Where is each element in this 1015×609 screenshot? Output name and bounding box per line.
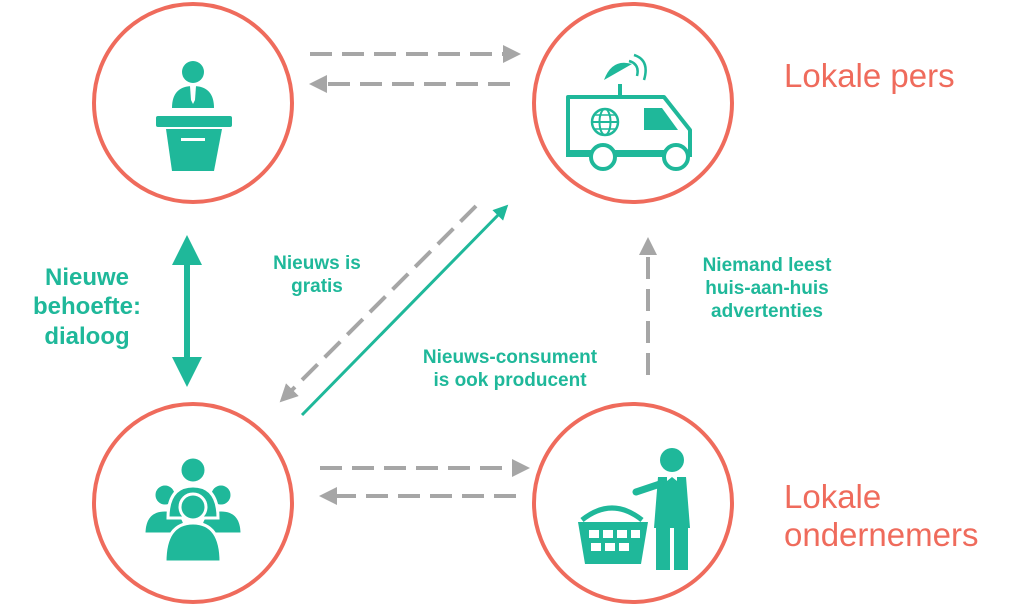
label-new-need: Nieuwe behoefte: dialoog	[33, 264, 141, 350]
speaker-node-circle	[92, 2, 294, 204]
label-local-press: Lokale pers	[784, 57, 955, 94]
podium-speaker-icon	[156, 61, 232, 171]
label-news-free: Nieuws is gratis	[273, 253, 361, 298]
shop-node-circle	[532, 402, 734, 604]
label-consumer-producer: Nieuws-consument is ook producent	[422, 347, 598, 392]
arrow-people-to-press	[300, 204, 509, 417]
people-group-icon	[142, 455, 244, 564]
label-local-business: Lokale ondernemers	[784, 478, 979, 553]
press-node-circle	[532, 2, 734, 204]
label-nobody-reads-ads: Niemand leest huis-aan-huis advertenties	[702, 255, 832, 323]
people-node-circle	[92, 402, 294, 604]
news-van-icon	[566, 53, 692, 171]
shopkeeper-basket-icon	[578, 448, 690, 570]
arrow-press-to-people	[279, 204, 478, 403]
